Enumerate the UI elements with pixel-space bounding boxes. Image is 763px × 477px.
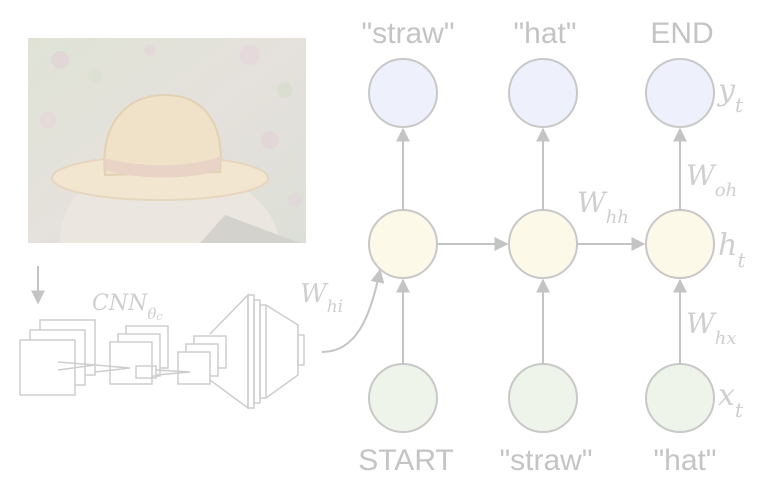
w-hx-label: Whx [686,307,737,349]
output-node-1 [368,58,438,128]
output-word-1: "straw" [362,17,455,50]
hidden-node-3 [645,209,715,279]
cnn-architecture [19,293,305,410]
hidden-node-1 [368,209,438,279]
output-word-3: END [650,17,713,50]
x-t-label: xt [718,378,744,422]
hat-band [104,156,221,178]
hidden-node-2 [508,209,578,279]
output-word-2: "hat" [513,17,576,50]
output-node-3 [645,58,715,128]
y-t-label: yt [716,73,744,117]
input-word-3: "hat" [653,444,716,477]
cnn-label: CNNθc [92,291,163,323]
output-node-2 [508,58,578,128]
w-hi-label: Whi [300,279,343,317]
input-word-1: START [358,444,454,477]
input-node-3 [645,363,715,433]
photo [28,38,306,243]
input-node-2 [508,363,578,433]
w-oh-label: Woh [686,159,737,201]
w-hh-label: Whh [577,186,629,228]
hat-crown [103,93,222,177]
input-word-2: "straw" [500,444,593,477]
h-t-label: ht [718,228,746,272]
shirt [200,215,300,243]
input-node-1 [368,363,438,433]
w-hi-arrow [321,268,385,353]
